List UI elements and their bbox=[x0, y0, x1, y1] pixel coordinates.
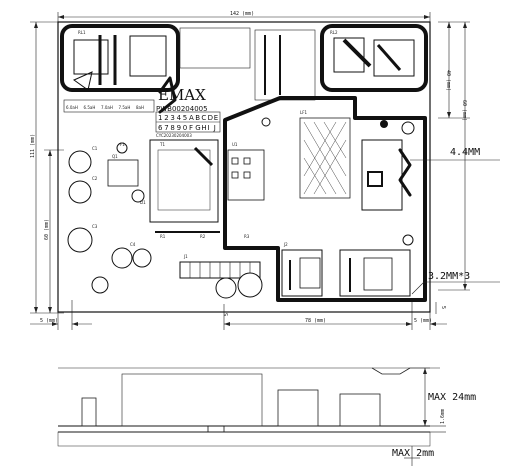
dim-left-lower-label: 60 (mm) bbox=[44, 219, 50, 240]
dimension-bottom: 5 (mm) 78 (mm) 5 (mm) 5 5 bbox=[30, 300, 447, 330]
grid-cell: I bbox=[208, 124, 210, 132]
grid-cell: 9 bbox=[177, 124, 181, 132]
thick-trace-right bbox=[398, 148, 412, 197]
component-label: F1 bbox=[120, 142, 125, 147]
grid-cell: 3 bbox=[170, 114, 174, 122]
side-height-label: MAX 24mm bbox=[428, 392, 476, 403]
small-code-label: CYC20230204003 bbox=[156, 133, 192, 138]
thick-trace-small bbox=[158, 76, 177, 114]
dimension-left: 111 (mm) 60 (mm) bbox=[30, 21, 64, 314]
component-label: C3 bbox=[92, 224, 98, 229]
mode-label: 8aH bbox=[136, 105, 144, 110]
grid-cell: F bbox=[189, 124, 193, 132]
dim-bottom-small-label: 5 bbox=[224, 313, 230, 316]
transformer-hatch bbox=[303, 121, 347, 195]
dimension-right: 40 (mm) 60 (mm) bbox=[438, 21, 470, 291]
dim-width-label: 142 (mm) bbox=[230, 11, 254, 17]
grid-cell: 7 bbox=[164, 124, 168, 132]
transformer-left bbox=[149, 139, 220, 233]
side-protrusion-label: MAX 2mm bbox=[392, 448, 434, 459]
grid-cell: C bbox=[201, 114, 206, 122]
grid-cell: B bbox=[195, 114, 200, 122]
top-connectors bbox=[179, 27, 316, 101]
hole-callout-small: 3.2MM*3 bbox=[411, 271, 500, 295]
transformer-core bbox=[299, 117, 351, 199]
dimension-width-top: 142 (mm) bbox=[57, 11, 431, 28]
component-label: R1 bbox=[160, 234, 166, 239]
component-label: D1 bbox=[140, 200, 146, 205]
side-dimension: MAX 24mm 1.6mm MAX 2mm bbox=[392, 367, 476, 466]
side-thickness-label: 1.6mm bbox=[440, 409, 446, 424]
relay-right bbox=[320, 24, 428, 92]
component-label: C4 bbox=[130, 242, 136, 247]
grid-cell: 4 bbox=[177, 114, 182, 122]
side-view bbox=[57, 367, 431, 447]
relay-left bbox=[60, 24, 180, 92]
component-label: RL2 bbox=[330, 30, 338, 35]
dim-right-upper-label: 40 (mm) bbox=[445, 70, 451, 91]
capacitors-left bbox=[67, 142, 263, 299]
grid-cell: E bbox=[214, 114, 218, 122]
grid-cell: 0 bbox=[183, 124, 187, 132]
component-label: J1 bbox=[183, 254, 188, 259]
mode-labels: 6.0aH 6.5aH 7.0aH 7.5aH 8aH bbox=[63, 99, 155, 113]
component-label: R2 bbox=[200, 234, 206, 239]
dim-bottom-right-label: 5 (mm) bbox=[414, 318, 432, 324]
component-label: Q1 bbox=[112, 154, 118, 159]
dim-right-lower-label: 60 (mm) bbox=[461, 100, 467, 121]
relay-lower-right bbox=[281, 249, 411, 297]
component-label: R3 bbox=[244, 234, 250, 239]
mode-label: 7.5aH bbox=[119, 105, 131, 110]
hole-small-label: 3.2MM*3 bbox=[428, 271, 470, 282]
thick-trace-outline bbox=[223, 96, 427, 302]
grid-cell: H bbox=[201, 124, 206, 132]
component-label: RL1 bbox=[78, 30, 86, 35]
dim-left-total-label: 111 (mm) bbox=[30, 134, 36, 158]
dim-bottom-left-label: 5 (mm) bbox=[40, 318, 58, 324]
grid-cell: 8 bbox=[170, 124, 174, 132]
grid-cell: 1 bbox=[158, 114, 162, 122]
component-label: J2 bbox=[283, 242, 288, 247]
part-number: PWB00204005 bbox=[156, 105, 208, 113]
mode-label: 6.5aH bbox=[84, 105, 96, 110]
mode-label: 6.0aH bbox=[66, 105, 78, 110]
component-label: LF1 bbox=[300, 110, 308, 115]
grid-cell: G bbox=[195, 124, 200, 132]
grid-cell: J bbox=[213, 124, 216, 132]
grid-cell: 6 bbox=[158, 124, 163, 132]
board-outline bbox=[57, 21, 431, 313]
component-label: T1 bbox=[159, 142, 165, 147]
connector-strip bbox=[179, 261, 261, 279]
brand-logo-text: EMAX bbox=[158, 86, 206, 104]
dim-bottom-center-label: 78 (mm) bbox=[305, 318, 326, 324]
component-label: U1 bbox=[232, 142, 238, 147]
hole-large-label: 4.4MM bbox=[450, 147, 480, 158]
dim-right-small-label: 5 bbox=[440, 306, 446, 309]
mode-label: 7.0aH bbox=[101, 105, 113, 110]
component-label: C2 bbox=[92, 176, 98, 181]
grid-cell: 2 bbox=[164, 114, 168, 122]
grid-cell: D bbox=[208, 114, 213, 122]
power-connector bbox=[361, 120, 415, 246]
ic-area bbox=[107, 117, 271, 201]
grid-cell: A bbox=[189, 114, 194, 122]
component-label: C1 bbox=[92, 146, 98, 151]
hole-callout-large: 4.4MM bbox=[410, 147, 500, 161]
grid-cell: 5 bbox=[183, 114, 187, 122]
